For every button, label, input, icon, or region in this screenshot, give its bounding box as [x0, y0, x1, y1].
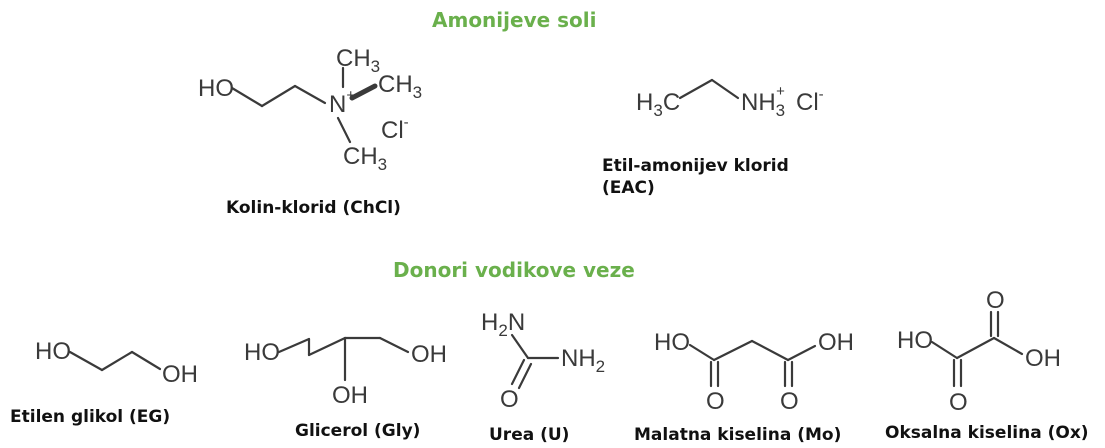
chcl-ch3-bottom-label: CH3 [343, 143, 387, 174]
mo-bond [712, 339, 754, 362]
gly-ho-label: HO [244, 339, 280, 366]
chcl-wedge-bond [349, 83, 378, 101]
caption-urea: Urea (U) [489, 425, 570, 445]
chcl-ho-label: HO [198, 75, 234, 102]
mo-bond [750, 339, 790, 362]
caption-eg: Etilen glikol (EG) [10, 407, 171, 427]
ox-oh-label: OH [1025, 345, 1061, 372]
eac-bond [710, 78, 740, 100]
urea-double-bond [517, 362, 533, 390]
gly-structure: HO OH OH [244, 336, 447, 409]
heading-ammonium-salts: Amonijeve soli [432, 8, 597, 32]
caption-chcl: Kolin-klorid (ChCl) [226, 198, 401, 218]
gly-oh-right-label: OH [411, 341, 447, 368]
ox-bond [992, 336, 1024, 356]
urea-bond [510, 333, 530, 360]
chcl-chloride-label: Cl- [381, 114, 409, 144]
eg-bond [68, 350, 104, 372]
gly-bond [307, 336, 347, 357]
ox-bond [955, 336, 996, 360]
eac-h3c-label: H3C [636, 89, 680, 120]
mo-bond [786, 344, 817, 362]
chcl-ch3-top-label: CH3 [336, 45, 380, 76]
chcl-ch3-right-label: CH3 [378, 71, 422, 102]
eg-structure: HO OH [35, 338, 198, 388]
eac-structure: H3C NH3+ Cl- [636, 78, 824, 120]
caption-eac-line1: Etil-amonijev klorid [602, 156, 789, 176]
chcl-bond [336, 116, 352, 144]
chcl-bond [293, 84, 327, 105]
chcl-structure: HO N+ CH3 CH3 CH3 Cl- [198, 45, 422, 174]
caption-ox: Oksalna kiselina (Ox) [885, 423, 1089, 443]
chcl-bond [230, 86, 264, 108]
mo-o-right-label: O [780, 388, 799, 415]
caption-gly: Glicerol (Gly) [295, 421, 421, 441]
mo-structure: HO OH O O [654, 329, 854, 415]
ox-o-top-label: O [986, 287, 1005, 314]
caption-eac-line2: (EAC) [602, 178, 655, 198]
ox-bond [930, 340, 959, 360]
ox-ho-label: HO [897, 327, 933, 354]
eac-bond [678, 78, 714, 100]
gly-bond [277, 337, 311, 354]
ox-o-bottom-label: O [949, 389, 968, 416]
mo-oh-label: OH [818, 329, 854, 356]
gly-oh-middle-label: OH [332, 382, 368, 409]
eac-chloride-label: Cl- [796, 86, 824, 116]
gly-bond [378, 336, 410, 354]
ox-structure: HO OH O O [897, 287, 1061, 416]
eg-bond [100, 350, 134, 372]
urea-structure: H2N NH2 O [481, 309, 605, 413]
mo-ho-label: HO [654, 329, 690, 356]
eg-bond [130, 350, 162, 371]
eg-ho-label: HO [35, 338, 71, 365]
chcl-n-label: N+ [329, 87, 355, 118]
mo-bond [688, 343, 716, 362]
urea-o-label: O [500, 386, 519, 413]
heading-hydrogen-bond-donors: Donori vodikove veze [393, 258, 635, 282]
chcl-bond [260, 84, 297, 108]
urea-h2n-label: H2N [481, 309, 525, 340]
caption-mo: Malatna kiselina (Mo) [634, 425, 842, 445]
urea-double-bond [510, 358, 526, 386]
eac-nh3-label: NH3+ [741, 83, 785, 120]
mo-o-left-label: O [706, 388, 725, 415]
urea-nh2-label: NH2 [561, 345, 605, 376]
eg-oh-label: OH [162, 361, 198, 388]
